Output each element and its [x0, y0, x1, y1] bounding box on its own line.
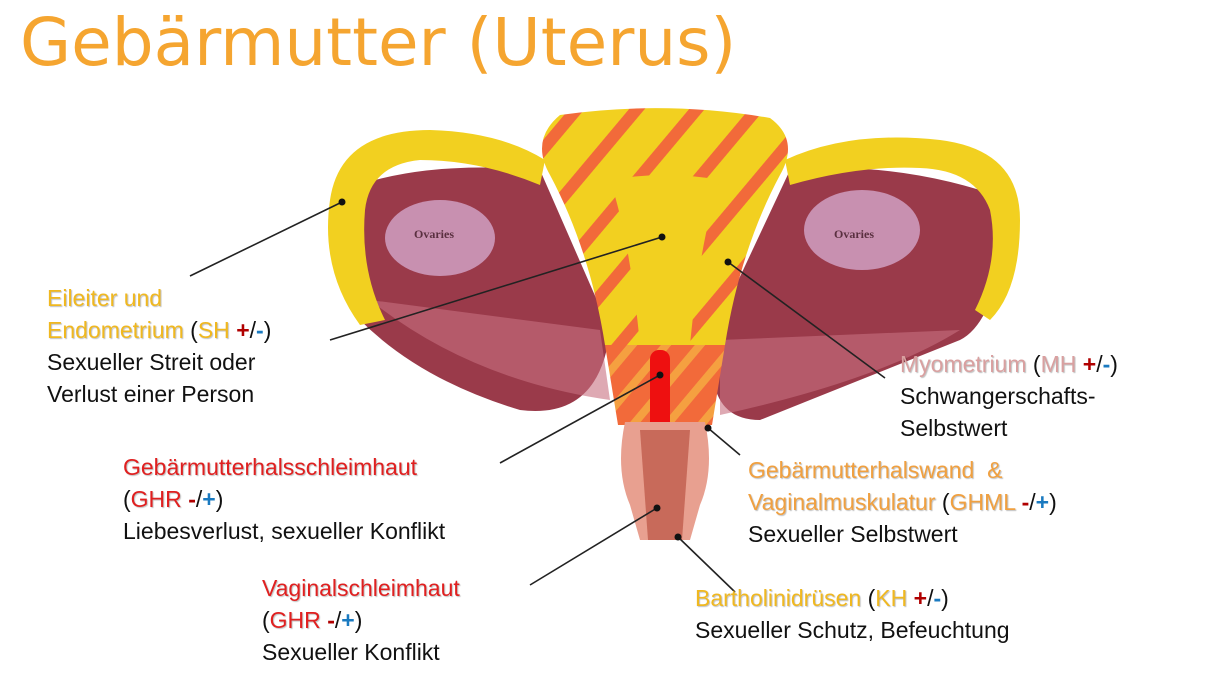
code: GHR: [269, 607, 321, 633]
paren: ): [215, 486, 224, 512]
paren: ): [354, 607, 363, 633]
sign: -: [1102, 351, 1111, 377]
paren: ): [1110, 351, 1118, 377]
right-ovary-label: Ovaries: [834, 227, 874, 241]
right-ovary: [804, 190, 920, 270]
description: Selbstwert: [900, 415, 1008, 441]
sign: -: [1021, 489, 1030, 515]
description: Schwangerschafts-: [900, 383, 1096, 409]
sign: -: [933, 585, 942, 611]
sign: +: [1035, 489, 1050, 515]
paren: ): [263, 317, 272, 343]
pointer-dots: [338, 198, 732, 541]
paren: (: [941, 489, 950, 515]
label-gebaermutterhalswand: Gebärmutterhalswand & Vaginalmuskulatur …: [748, 454, 1057, 550]
left-ovary-label: Ovaries: [414, 227, 454, 241]
code: GHML: [949, 489, 1016, 515]
uterine-cavity: [610, 175, 720, 345]
label-eileiter-endometrium: Eileiter und Endometrium (SH +/-) Sexuel…: [47, 282, 271, 410]
slash: /: [1096, 351, 1103, 377]
slash: /: [1029, 489, 1036, 515]
description: Verlust einer Person: [47, 381, 255, 407]
label-name: Bartholinidrüsen: [695, 585, 862, 611]
slash: /: [195, 486, 203, 512]
sign: -: [256, 317, 264, 343]
paren: (: [1032, 351, 1041, 377]
paren: (: [262, 607, 270, 633]
page-title: Gebärmutter (Uterus): [20, 4, 737, 81]
description: Sexueller Streit oder: [47, 349, 256, 375]
label-name: Eileiter und: [47, 285, 163, 311]
label-vaginalschleimhaut: Vaginalschleimhaut (GHR -/+) Sexueller K…: [262, 572, 460, 668]
leader-lines: [189, 201, 886, 593]
sign: -: [327, 607, 335, 633]
right-fallopian-tube: [785, 137, 1020, 320]
cervical-canal: [650, 350, 670, 432]
code: MH: [1040, 351, 1077, 377]
label-name: Vaginalschleimhaut: [262, 575, 460, 601]
description: Liebesverlust, sexueller Konflikt: [123, 518, 446, 544]
description: Sexueller Konflikt: [262, 639, 440, 665]
label-myometrium: Myometrium (MH +/-) Schwangerschafts- Se…: [900, 348, 1118, 444]
description: Sexueller Selbstwert: [748, 521, 958, 547]
left-fallopian-tube: [328, 130, 545, 325]
sign: +: [913, 585, 928, 611]
paren: (: [867, 585, 876, 611]
label-gebaermutterhalsschleimhaut: Gebärmutterhalsschleimhaut (GHR -/+) Lie…: [123, 451, 445, 547]
sign: +: [341, 607, 355, 633]
label-name: Vaginalmuskulatur: [748, 489, 936, 515]
label-name: Gebärmutterhalsschleimhaut: [123, 454, 418, 480]
paren: (: [123, 486, 131, 512]
label-name: Myometrium: [900, 351, 1027, 377]
sign: +: [1082, 351, 1097, 377]
slash: /: [334, 607, 342, 633]
left-ovary: [385, 200, 495, 276]
sign: -: [188, 486, 196, 512]
paren: ): [1049, 489, 1057, 515]
code: SH: [197, 317, 230, 343]
label-name: Endometrium: [47, 317, 184, 343]
paren: ): [941, 585, 949, 611]
slash: /: [249, 317, 257, 343]
sign: +: [236, 317, 250, 343]
description: Sexueller Schutz, Befeuchtung: [695, 617, 1010, 643]
code: GHR: [130, 486, 182, 512]
sign: +: [202, 486, 216, 512]
slash: /: [927, 585, 934, 611]
paren: (: [190, 317, 198, 343]
label-name: Gebärmutterhalswand &: [748, 457, 1003, 483]
label-bartholinidruesen: Bartholinidrüsen (KH +/-) Sexueller Schu…: [695, 582, 1010, 646]
code: KH: [875, 585, 908, 611]
